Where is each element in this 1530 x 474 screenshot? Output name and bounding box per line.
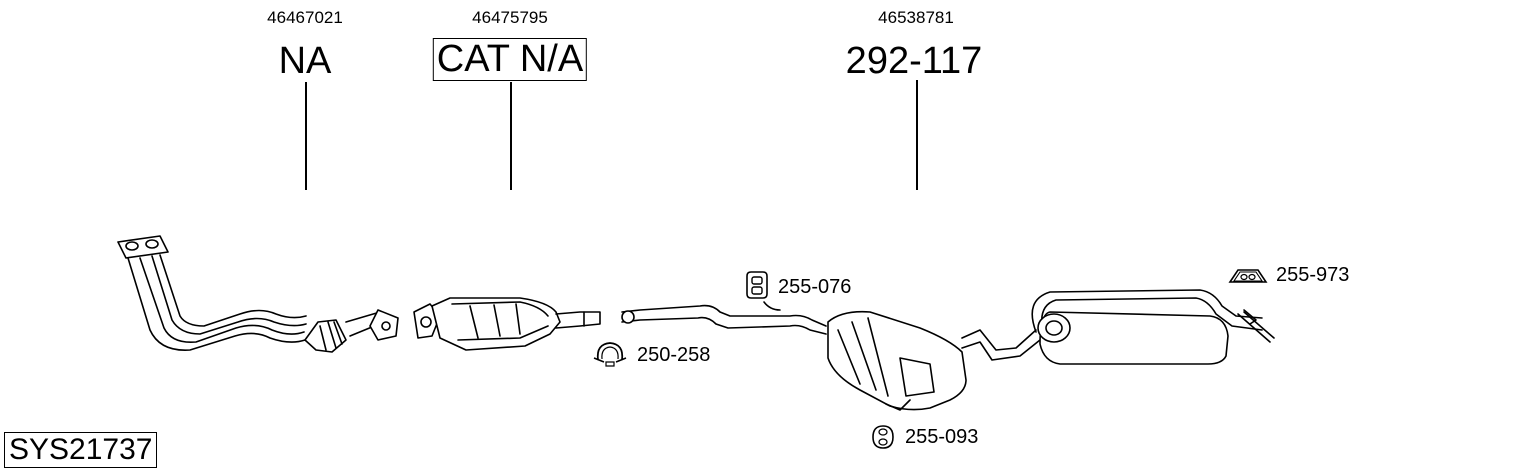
oe-number-1: 46467021 — [267, 8, 343, 27]
catalytic-converter-drawing — [413, 297, 601, 351]
accessory-label-hanger[interactable]: 255-076 — [778, 276, 852, 298]
middle-silencer-drawing — [621, 301, 1041, 411]
oe-number-3: 46538781 — [878, 8, 954, 27]
accessory-label-bracket[interactable]: 255-973 — [1276, 264, 1350, 286]
rear-silencer-drawing — [1031, 289, 1275, 365]
part-label-1[interactable]: NA — [278, 40, 332, 82]
pipe-clamp-icon — [593, 342, 627, 367]
part-label-2[interactable]: CAT N/A — [432, 38, 588, 81]
rubber-hanger-icon — [746, 271, 768, 299]
leader-line-292-117 — [916, 80, 918, 190]
rubber-ring-icon — [872, 425, 894, 449]
leader-line-cat — [510, 82, 512, 190]
system-code-box: SYS21737 — [4, 432, 158, 468]
mounting-bracket-icon — [1228, 269, 1268, 283]
accessory-label-ring[interactable]: 255-093 — [905, 426, 979, 448]
front-pipe-drawing — [117, 235, 399, 353]
part-label-3[interactable]: 292-117 — [845, 40, 983, 82]
leader-line-na — [305, 82, 307, 190]
oe-number-2: 46475795 — [472, 8, 548, 27]
accessory-label-clamp[interactable]: 250-258 — [637, 344, 711, 366]
